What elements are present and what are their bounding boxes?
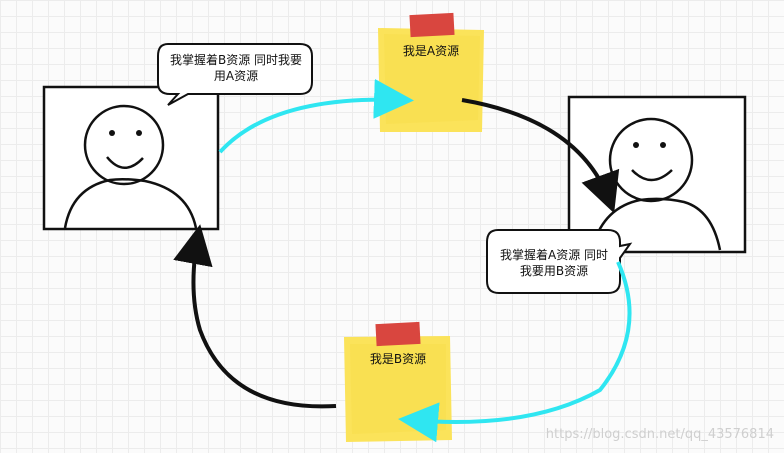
sticky-note-a — [378, 12, 484, 132]
speech-bubble-bottom-right — [486, 229, 633, 294]
person-left — [42, 85, 220, 231]
arrow-left-to-a — [218, 78, 414, 154]
watermark: https://blog.csdn.net/qq_43576814 — [545, 427, 774, 442]
bubble-text-bottom-right: 我掌握着A资源 同时我要用B资源 — [499, 248, 609, 278]
arrow-right-to-b — [398, 261, 632, 443]
person-right — [567, 95, 747, 254]
note-text-a: 我是A资源 — [402, 44, 460, 58]
arrow-a-to-right — [461, 98, 620, 214]
tape-a — [409, 12, 455, 38]
note-text-b: 我是B资源 — [369, 352, 427, 366]
bubble-text-top-left: 我掌握着B资源 同时我要用A资源 — [169, 53, 303, 83]
arrow-b-to-left — [173, 224, 337, 409]
sticky-note-b — [344, 321, 452, 442]
speech-bubble-top-left — [157, 43, 313, 106]
tape-b — [375, 321, 421, 347]
